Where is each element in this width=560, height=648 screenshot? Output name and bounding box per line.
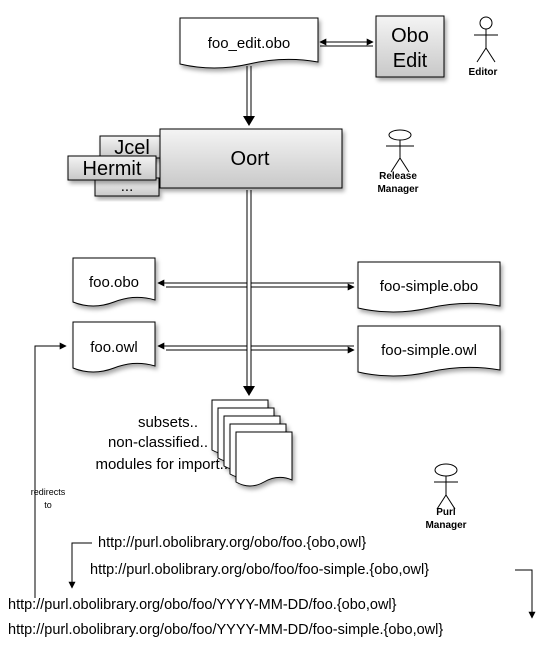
- oboedit-label-line1: Obo: [391, 25, 429, 47]
- redirect-arrow: [34, 342, 67, 598]
- outputs-label-line3: modules for import..: [95, 456, 228, 473]
- oort-box: Oort: [159, 128, 343, 189]
- dated-foo-simple-url: http://purl.obolibrary.org/obo/foo/YYYY-…: [8, 622, 443, 638]
- hermit-label: Hermit: [83, 158, 142, 180]
- owl-row-arrows: [157, 342, 355, 354]
- foo-edit-label: foo_edit.obo: [208, 35, 291, 52]
- outputs-label-line1: subsets..: [138, 414, 198, 431]
- foo-simple-obo-label: foo-simple.obo: [380, 278, 478, 295]
- foo-owl-label: foo.owl: [90, 339, 138, 356]
- foo-obo-document: foo.obo: [72, 257, 156, 307]
- oort-output-trunk: [243, 190, 255, 396]
- foo-simple-owl-label: foo-simple.owl: [381, 342, 477, 359]
- foo-simple-owl-document: foo-simple.owl: [357, 325, 501, 377]
- release-manager-actor-icon: [386, 129, 414, 173]
- purl-manager-label-line2: Manager: [425, 520, 466, 531]
- foo-obo-label: foo.obo: [89, 274, 139, 291]
- edit-link-arrow: [319, 38, 374, 47]
- redirect-label-line2: to: [44, 500, 52, 510]
- reasoner-more-label: ...: [121, 178, 134, 195]
- hermit-box: Hermit: [67, 155, 157, 181]
- jcel-label: Jcel: [114, 137, 150, 159]
- purl-foo-to-dated-arrow: [68, 542, 92, 589]
- purl-manager-actor-icon: [434, 463, 458, 510]
- foo-simple-obo-document: foo-simple.obo: [357, 261, 501, 313]
- purl-foo-url: http://purl.obolibrary.org/obo/foo.{obo,…: [98, 535, 366, 551]
- oboedit-label-line2: Edit: [393, 50, 428, 72]
- oort-label: Oort: [231, 148, 270, 170]
- purl-foo-simple-url: http://purl.obolibrary.org/obo/foo/foo-s…: [90, 562, 429, 578]
- oboedit-box: Obo Edit: [375, 15, 445, 78]
- editor-label: Editor: [469, 67, 498, 78]
- purl-foo-simple-to-dated-arrow: [515, 569, 536, 619]
- dated-foo-url: http://purl.obolibrary.org/obo/foo/YYYY-…: [8, 597, 397, 613]
- foo-edit-document: foo_edit.obo: [179, 17, 319, 69]
- reasoner-more-box: ...: [94, 177, 160, 197]
- redirect-label-line1: redirects: [31, 487, 66, 497]
- edit-to-oort-arrow: [243, 66, 255, 126]
- outputs-label-line2: non-classified..: [108, 434, 208, 451]
- purl-manager-label-line1: Purl: [436, 507, 456, 518]
- editor-actor-icon: [474, 16, 498, 63]
- release-manager-label-line2: Manager: [377, 184, 418, 195]
- jcel-box: Jcel: [99, 135, 165, 159]
- obo-row-arrows: [157, 279, 355, 291]
- foo-owl-document: foo.owl: [72, 321, 156, 373]
- release-manager-label-line1: Release: [379, 171, 417, 182]
- output-document-stack: [211, 399, 293, 487]
